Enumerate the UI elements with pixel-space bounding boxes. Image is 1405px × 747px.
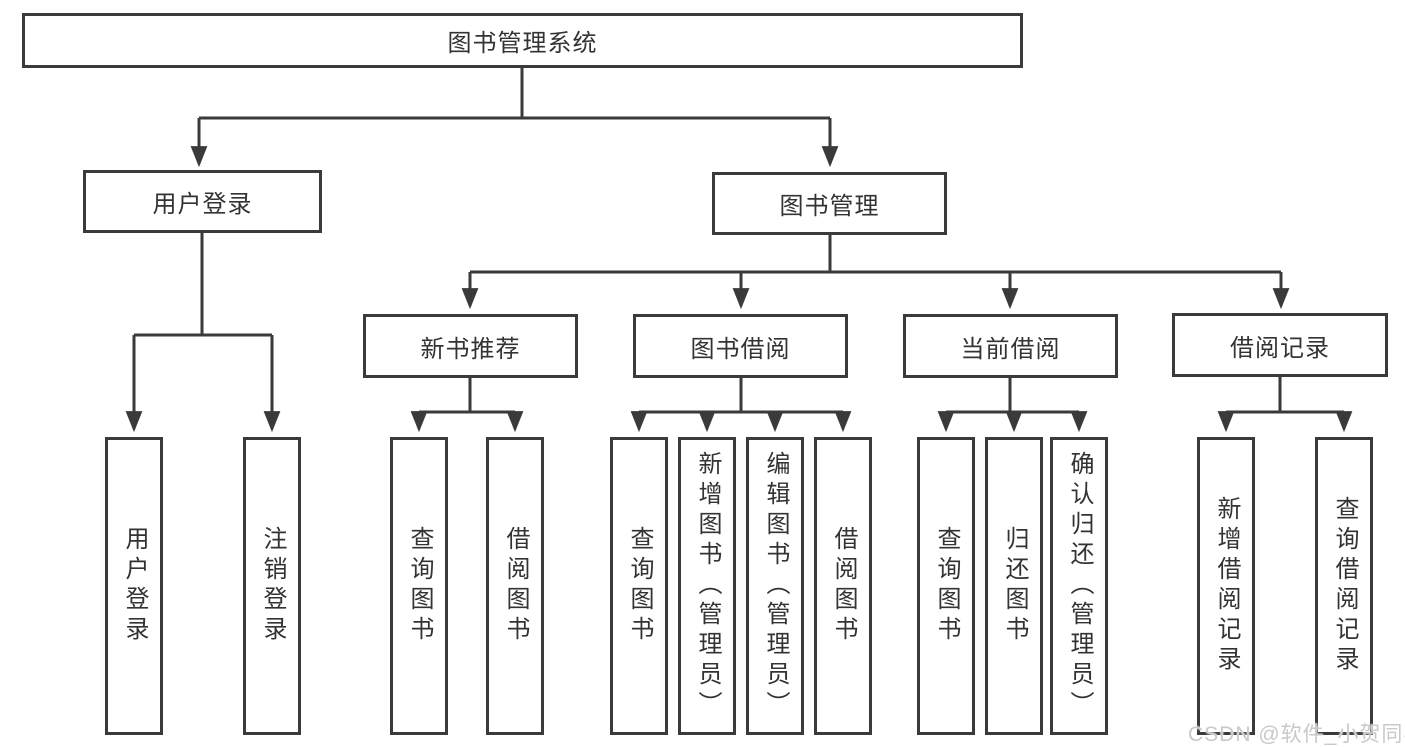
leaf-query-borrow-record: 查询借阅记录 — [1315, 437, 1373, 735]
leaf-return-books: 归还图书 — [985, 437, 1043, 735]
node-label: 查询图书 — [933, 526, 960, 646]
leaf-query-books-recommend: 查询图书 — [390, 437, 448, 735]
node-book-borrow: 图书借阅 — [633, 314, 848, 378]
tree-connectors — [125, 68, 1353, 433]
node-label: 用户登录 — [121, 526, 148, 646]
leaf-edit-books-admin: 编辑图书（管理员） — [746, 437, 804, 735]
node-label: 用户登录 — [152, 191, 253, 218]
leaf-confirm-return-admin: 确认归还（管理员） — [1050, 437, 1108, 735]
leaf-borrow-books-borrow: 借阅图书 — [814, 437, 872, 735]
leaf-query-books-borrow: 查询图书 — [610, 437, 668, 735]
node-label: 新增图书（管理员） — [694, 451, 721, 721]
leaf-add-borrow-record: 新增借阅记录 — [1197, 437, 1255, 735]
node-label: 编辑图书（管理员） — [762, 451, 789, 721]
node-new-book-recommend: 新书推荐 — [363, 314, 578, 378]
node-root: 图书管理系统 — [22, 13, 1023, 68]
leaf-logout-login: 注销登录 — [243, 437, 301, 735]
watermark: CSDN @软件_小贺同学 — [1188, 723, 1405, 746]
node-label: 借阅记录 — [1230, 334, 1330, 362]
node-user-login: 用户登录 — [83, 170, 322, 233]
node-label: 注销登录 — [259, 526, 286, 646]
leaf-borrow-books-recommend: 借阅图书 — [486, 437, 544, 735]
node-current-borrow: 当前借阅 — [903, 314, 1118, 378]
leaf-add-books-admin: 新增图书（管理员） — [678, 437, 736, 735]
node-label: 查询借阅记录 — [1331, 496, 1358, 676]
node-label: 图书借阅 — [690, 335, 791, 363]
node-label: 新书推荐 — [420, 335, 521, 363]
node-label: 借阅图书 — [830, 526, 857, 646]
leaf-user-login: 用户登录 — [105, 437, 163, 735]
node-label: 借阅图书 — [502, 526, 529, 646]
node-label: 新增借阅记录 — [1213, 496, 1240, 676]
node-borrow-records: 借阅记录 — [1172, 313, 1388, 377]
leaf-query-books-current: 查询图书 — [917, 437, 975, 735]
node-label: 当前借阅 — [960, 335, 1061, 363]
node-label: 查询图书 — [626, 526, 653, 646]
node-book-mgmt: 图书管理 — [712, 172, 947, 235]
node-label: 图书管理系统 — [447, 30, 598, 57]
node-label: 确认归还（管理员） — [1066, 451, 1093, 721]
node-label: 查询图书 — [406, 526, 433, 646]
node-label: 图书管理 — [779, 193, 880, 220]
node-label: 归还图书 — [1001, 526, 1028, 646]
